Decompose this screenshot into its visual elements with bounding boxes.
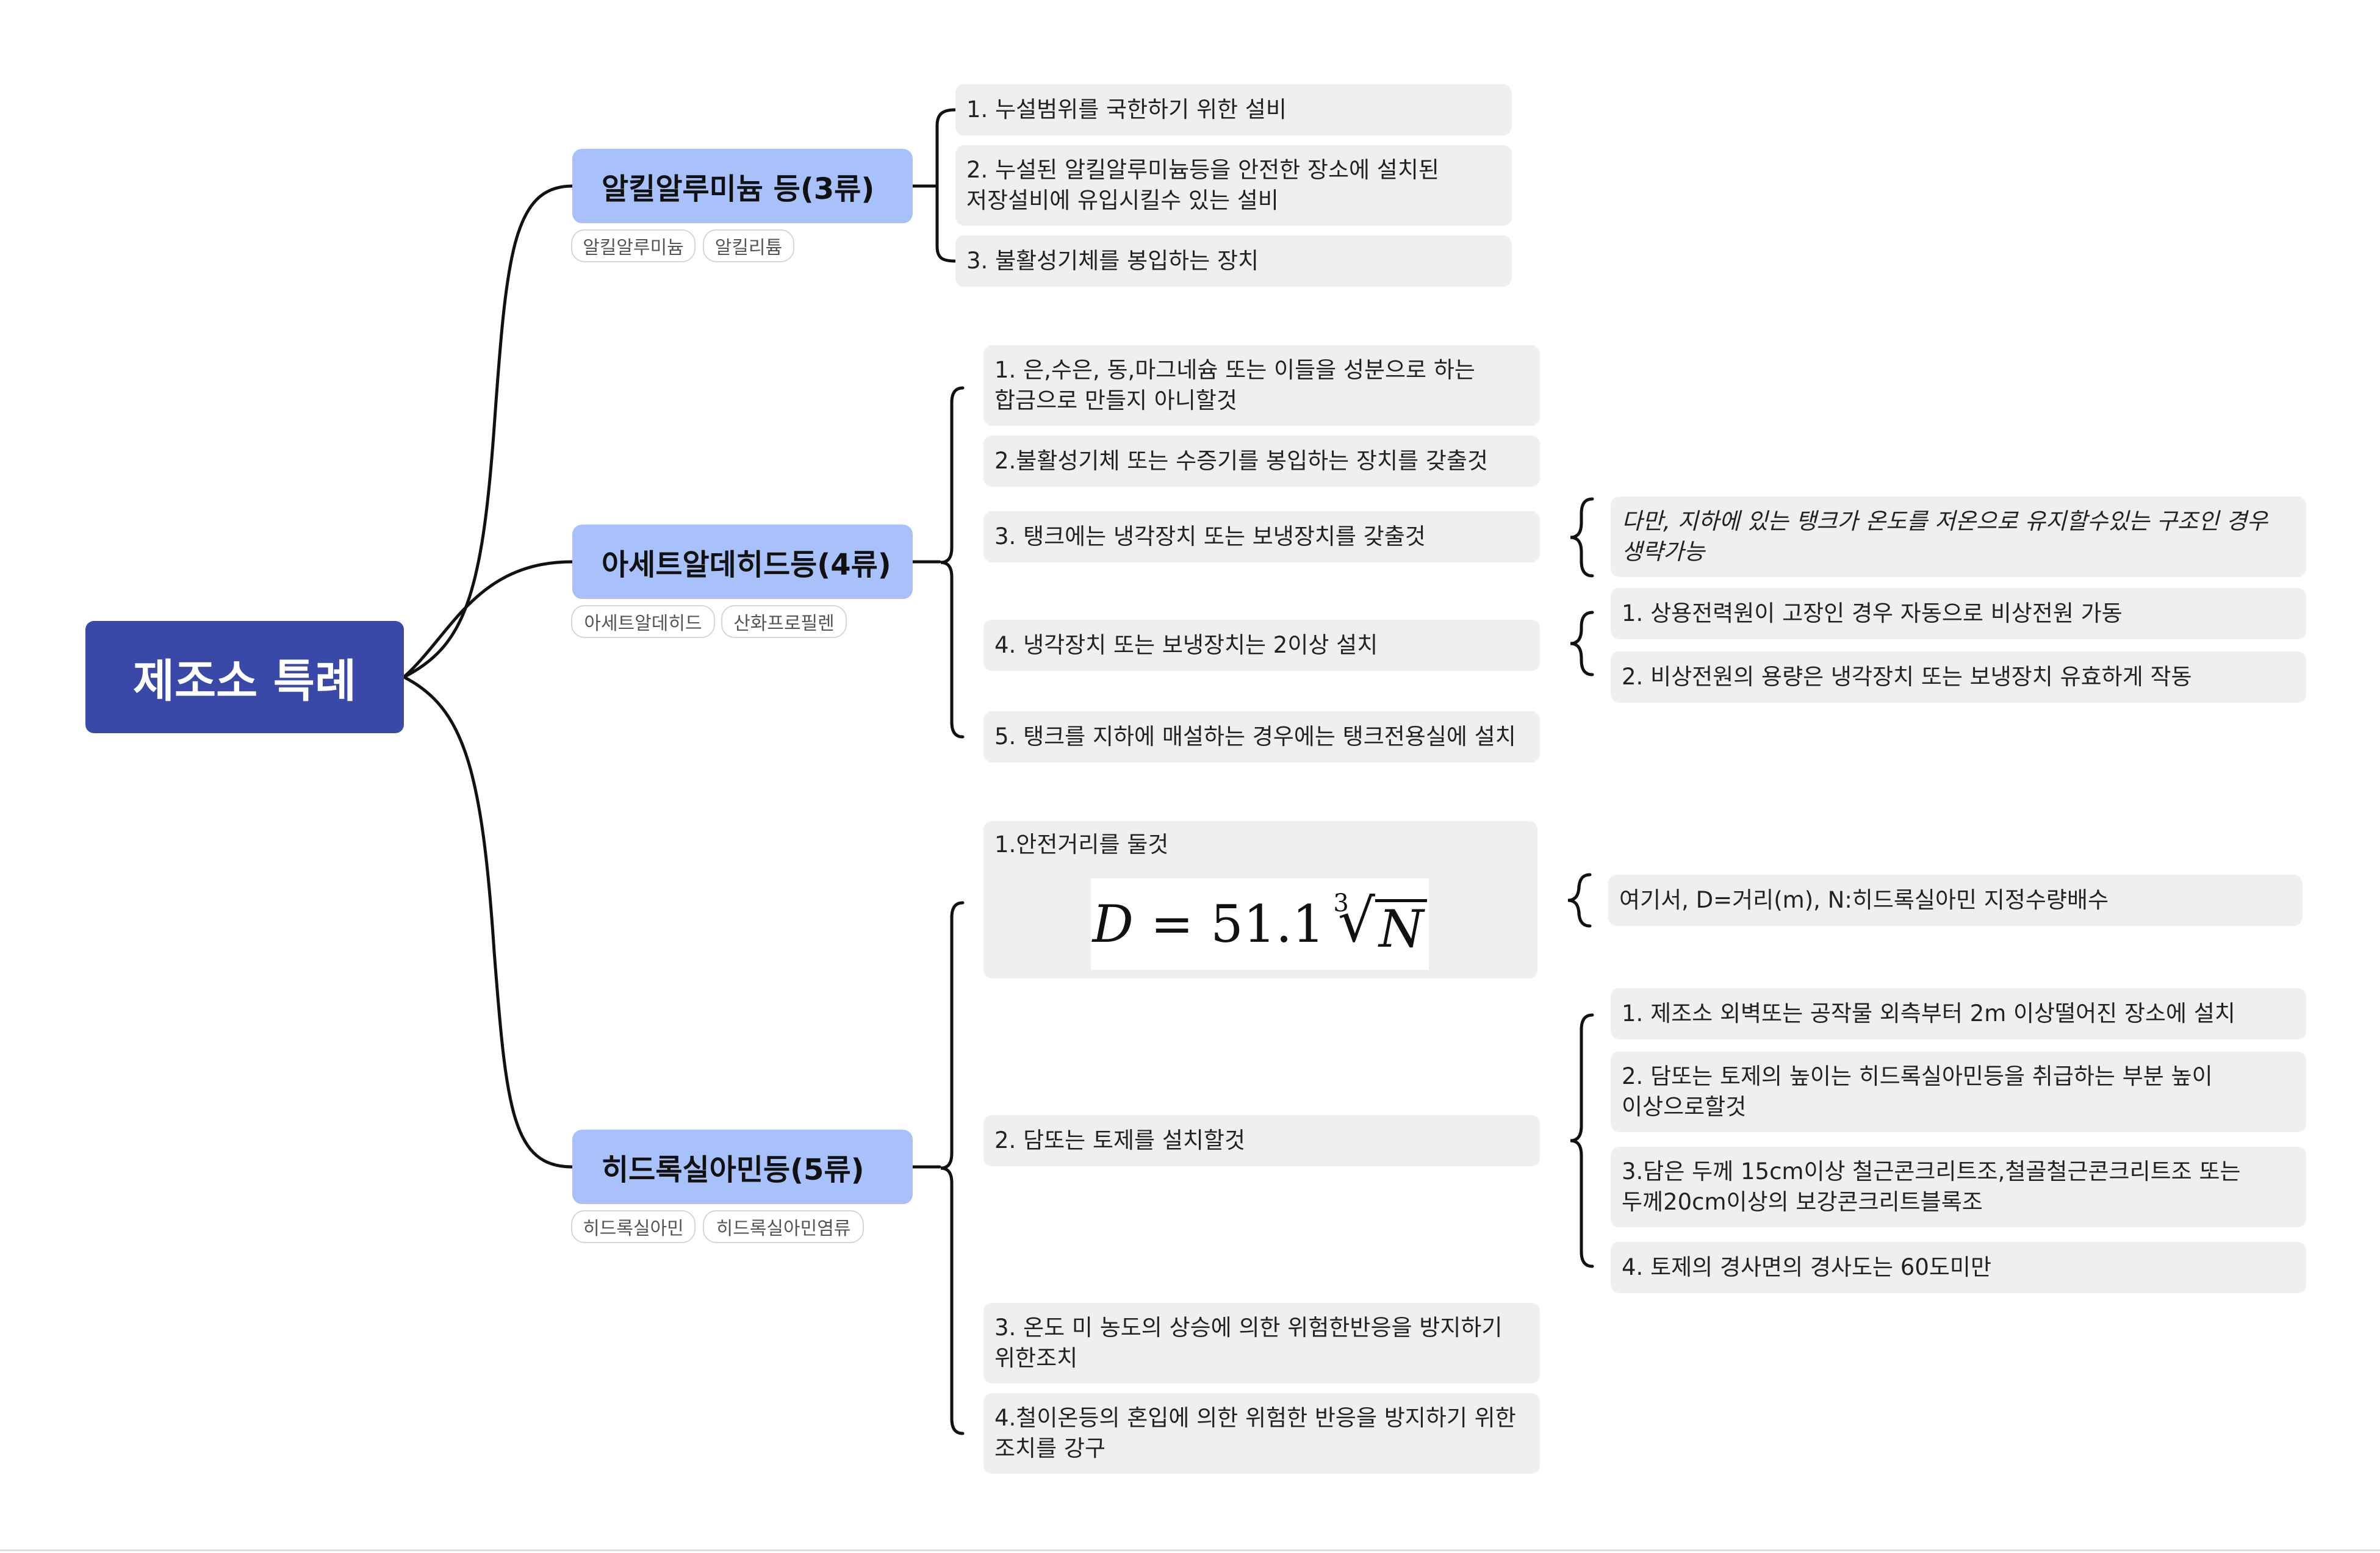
tag-hydroxylamine: 히드록실아민 [571, 1210, 696, 1243]
item-4류-2[interactable]: 2.불활성기체 또는 수증기를 봉입하는 장치를 갖출것 [983, 436, 1540, 487]
bracket-3류 [935, 108, 957, 263]
category-alkylaluminum[interactable]: 알킬알루미늄 등(3류) [572, 149, 913, 223]
note-5류-2-3[interactable]: 3.담은 두께 15cm이상 철근콘크리트조,철골철근콘크리트조 또는 두께20… [1611, 1147, 2306, 1227]
formula-root-index: 3 [1333, 889, 1349, 918]
category-label: 알킬알루미늄 등(3류) [602, 172, 875, 206]
item-5류-2[interactable]: 2. 담또는 토제를 설치할것 [983, 1115, 1540, 1166]
category-label: 아세트알데히드등(4류) [602, 548, 891, 582]
note-5류-2-2[interactable]: 2. 담또는 토제의 높이는 히드록실아민등을 취급하는 부분 높이 이상으로할… [1611, 1052, 2306, 1132]
tag-alkylaluminum: 알킬알루미늄 [571, 229, 696, 262]
tag-propylene-oxide: 산화프로필렌 [721, 605, 847, 638]
formula-operator: = [1150, 894, 1194, 954]
radical-icon: √ [1337, 887, 1375, 956]
item-3류-2[interactable]: 2. 누설된 알킬알루미늄등을 안전한 장소에 설치된 저장설비에 유입시킬수 … [955, 145, 1512, 226]
brace-5류-1-note [1567, 873, 1592, 928]
tag-acetaldehyde: 아세트알데히드 [571, 605, 715, 638]
item-4류-1[interactable]: 1. 은,수은, 동,마그네슘 또는 이들을 성분으로 하는 합금으로 만들지 … [983, 345, 1540, 426]
item-3류-3[interactable]: 3. 불활성기체를 봉입하는 장치 [955, 235, 1512, 287]
tag-hydroxylamine-salts: 히드록실아민염류 [703, 1210, 864, 1243]
root-topic[interactable]: 제조소 특례 [85, 621, 404, 733]
brace-5류-2-notes [1570, 1013, 1594, 1268]
note-5류-1-1[interactable]: 여기서, D=거리(m), N:히드록실아민 지정수량배수 [1608, 875, 2303, 926]
item-3류-1[interactable]: 1. 누설범위를 국한하기 위한 설비 [955, 84, 1512, 135]
tag-alkyllithium: 알킬리튬 [703, 229, 794, 262]
brace-4류-3-note [1570, 497, 1594, 578]
category-acetaldehyde[interactable]: 아세트알데히드등(4류) [572, 525, 913, 599]
item-4류-4[interactable]: 4. 냉각장치 또는 보냉장치는 2이상 설치 [983, 620, 1540, 671]
brace-5류-items [940, 901, 965, 1435]
branch-root-to-5류 [402, 675, 574, 1169]
brace-4류-4-notes [1570, 611, 1594, 676]
formula-radicand: N [1375, 899, 1428, 956]
item-5류-3[interactable]: 3. 온도 미 농도의 상승에 의한 위험한반응을 방지하기 위한조치 [983, 1303, 1540, 1383]
category-hydroxylamine[interactable]: 히드록실아민등(5류) [572, 1130, 913, 1204]
distance-formula: D = 51.1 3 √ N [1091, 878, 1429, 970]
branch-root-to-4류 [402, 560, 574, 679]
note-5류-2-4[interactable]: 4. 토제의 경사면의 경사도는 60도미만 [1611, 1242, 2306, 1293]
bottom-divider [0, 1549, 2380, 1551]
formula-coefficient: 51.1 [1210, 894, 1325, 954]
brace-4류-items [940, 386, 965, 739]
item-5류-4[interactable]: 4.철이온등의 혼입에 의한 위험한 반응을 방지하기 위한 조치를 강구 [983, 1393, 1540, 1474]
item-4류-5[interactable]: 5. 탱크를 지하에 매설하는 경우에는 탱크전용실에 설치 [983, 711, 1540, 762]
formula-variable: D [1092, 894, 1134, 954]
note-5류-2-1[interactable]: 1. 제조소 외벽또는 공작물 외측부터 2m 이상떨어진 장소에 설치 [1611, 988, 2306, 1039]
category-label: 히드록실아민등(5류) [602, 1153, 865, 1187]
note-4류-4-2[interactable]: 2. 비상전원의 용량은 냉각장치 또는 보냉장치 유효하게 작동 [1611, 651, 2306, 703]
note-4류-3-1[interactable]: 다만, 지하에 있는 탱크가 온도를 저온으로 유지할수있는 구조인 경우 생략… [1611, 497, 2306, 577]
root-topic-label: 제조소 특례 [132, 655, 357, 708]
branch-root-to-3류 [402, 184, 574, 679]
note-4류-4-1[interactable]: 1. 상용전력원이 고장인 경우 자동으로 비상전원 가동 [1611, 588, 2306, 639]
item-4류-3[interactable]: 3. 탱크에는 냉각장치 또는 보냉장치를 갖출것 [983, 511, 1540, 562]
